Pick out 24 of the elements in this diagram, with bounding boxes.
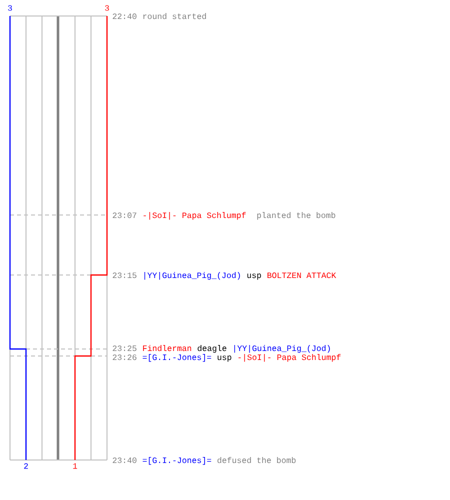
team-count: 1 [73,463,78,469]
weapon-name: deagle [198,345,226,353]
event-text: round started [143,13,206,20]
time-label: 22:40 [112,14,136,20]
weapon-name: usp [218,356,232,362]
player-name: |YY|Guinea_Pig_(Jod) [144,272,240,280]
time-label: 23:07 [112,212,136,218]
team-count: 2 [24,463,28,469]
event-text: planted the bomb [257,212,336,220]
player-name: -|SoI|- Papa Schlumpf [144,212,246,220]
event-text: defused the bomb [218,457,296,464]
player-name: |YY|Guinea_Pig_(Jod) [234,345,330,353]
weapon-name: usp [247,274,261,280]
team-count: 3 [105,5,109,11]
player-name: BOLTZEN ATTACK [268,272,336,278]
team-count: 3 [8,5,12,11]
player-name: Findlerman [143,345,192,352]
time-label: 23:15 [112,272,136,278]
player-name: =[G.I.-Jones]= [142,354,212,362]
time-label: 23:25 [112,345,136,352]
player-name: =[G.I.-Jones]= [142,457,212,465]
player-name: -|SoI|- Papa Schlumpf [238,354,341,362]
time-label: 23:40 [112,457,136,464]
time-label: 23:26 [112,354,136,360]
